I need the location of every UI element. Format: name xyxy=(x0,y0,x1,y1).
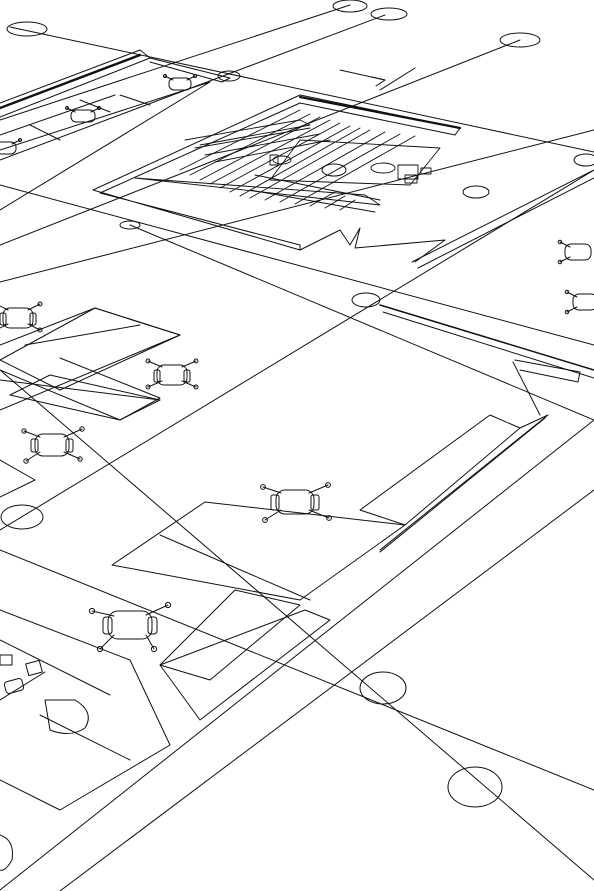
desk-icon xyxy=(0,307,181,391)
north-arrow-icon xyxy=(339,67,416,91)
chairs xyxy=(0,74,594,653)
desk-icon xyxy=(159,589,301,681)
desk-divider xyxy=(159,534,311,601)
partition-1 xyxy=(0,94,116,136)
upper-left-wall-heavy xyxy=(0,53,142,110)
left-office-partition xyxy=(24,324,141,346)
office-chair-icon xyxy=(21,426,85,464)
grid-bubble-icon xyxy=(332,0,368,13)
right-room-door-jamb xyxy=(514,359,581,383)
sink-icon xyxy=(397,164,419,180)
office-chair-icon xyxy=(0,301,43,333)
grid-line-c xyxy=(9,26,594,153)
office-chair-icon xyxy=(88,601,172,653)
office-chair-icon xyxy=(260,482,332,523)
right-room-wall xyxy=(379,304,594,371)
grid-lines xyxy=(0,4,594,891)
left-lower-desk xyxy=(0,459,36,498)
grid-bubble-icon xyxy=(217,70,241,82)
grid-line-l xyxy=(129,224,594,421)
core-block-right-wall-2 xyxy=(417,177,594,269)
desks xyxy=(0,307,521,721)
core-block-wall-heavy xyxy=(298,95,462,130)
grid-bubble-icon xyxy=(6,21,48,37)
office-chair-icon xyxy=(65,106,101,123)
office-chair-icon xyxy=(557,239,592,265)
toilet-icon xyxy=(370,162,396,174)
grid-line-h xyxy=(0,549,594,791)
desk-icon xyxy=(9,374,161,421)
desk-icon xyxy=(359,414,521,526)
grid-line-i xyxy=(0,419,594,891)
washroom-partition xyxy=(0,671,46,701)
core-block-front xyxy=(299,227,446,263)
level-marker-icon xyxy=(462,185,490,199)
washroom-partition-2 xyxy=(39,714,131,761)
grid-line-k xyxy=(0,369,594,881)
desk-icon xyxy=(111,501,406,601)
grid-line-e xyxy=(0,39,521,246)
sink-icon xyxy=(0,654,13,666)
office-chair-icon xyxy=(163,74,197,91)
staircase-icon xyxy=(134,109,416,211)
left-office-partition-2 xyxy=(0,379,161,401)
right-room-door-leaf xyxy=(512,361,541,416)
grid-bubble-icon xyxy=(119,220,141,230)
central-office-wall xyxy=(379,414,549,551)
partition-2 xyxy=(29,124,61,141)
core-block-right-wall xyxy=(411,169,594,263)
sink-icon xyxy=(25,659,43,677)
partition-4 xyxy=(119,94,151,106)
grid-bubble-icon xyxy=(573,153,594,167)
level-marker-icon xyxy=(321,163,347,177)
toilet-tank xyxy=(269,154,279,166)
core-block-outline xyxy=(92,94,461,251)
grid-bubble-icon xyxy=(0,504,44,530)
grid-bubble-icon xyxy=(499,32,541,48)
office-chair-icon xyxy=(564,289,594,315)
grid-bubbles xyxy=(0,0,594,808)
walls xyxy=(0,49,594,811)
core-block-inner-2 xyxy=(249,189,376,213)
washroom-wall-2 xyxy=(0,639,111,696)
office-chair-icon xyxy=(0,138,22,155)
partition-3 xyxy=(79,99,111,113)
washroom-wall xyxy=(0,609,171,811)
washroom-fixtures xyxy=(0,654,89,871)
grid-line-d xyxy=(0,184,594,346)
upper-left-office-outline xyxy=(0,81,211,211)
toilet-icon xyxy=(44,699,89,734)
grid-line-f xyxy=(0,129,594,283)
core-fixtures xyxy=(269,139,441,186)
office-chair-icon xyxy=(145,358,199,390)
right-room-wall-2 xyxy=(382,311,594,379)
grid-bubble-icon xyxy=(359,671,407,705)
upper-left-wall xyxy=(0,49,151,118)
upper-left-room xyxy=(149,57,231,83)
grid-line-g xyxy=(0,169,594,531)
grid-line-j xyxy=(59,489,594,891)
sink-icon xyxy=(404,174,418,184)
desk-icon xyxy=(159,609,331,721)
toilet-icon xyxy=(0,834,13,871)
grid-bubble-icon xyxy=(447,766,503,808)
left-desk-edge xyxy=(0,357,161,421)
central-office-wall-2 xyxy=(379,417,546,553)
grid-bubble-icon xyxy=(370,7,408,21)
core-room-floor xyxy=(269,139,441,186)
grid-bubble-icon xyxy=(351,292,381,308)
core-block-inner xyxy=(254,174,381,201)
sink-icon xyxy=(3,678,25,694)
